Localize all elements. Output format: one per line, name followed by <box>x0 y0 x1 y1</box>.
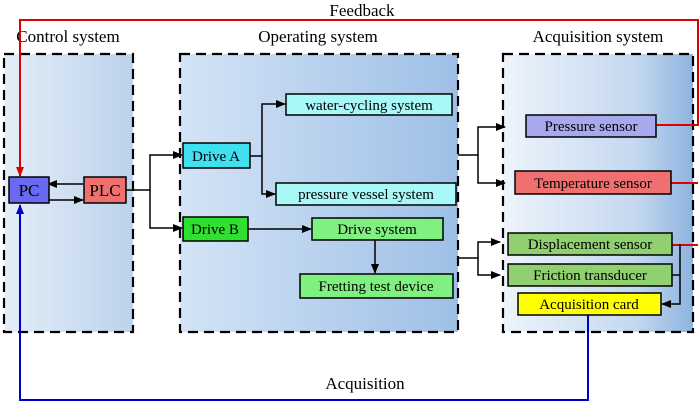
water-cycling-box <box>285 93 453 116</box>
pressure-sensor-label: Pressure sensor <box>545 119 638 135</box>
feedback-label: Feedback <box>329 1 395 20</box>
fretting-device-label: Fretting test device <box>319 279 434 295</box>
connector-to-temperature-sensor <box>477 155 506 187</box>
fretting-device-box <box>299 273 454 299</box>
temperature-sensor-box <box>514 170 672 195</box>
friction-transducer-label: Friction transducer <box>533 268 647 284</box>
acquisition-line <box>16 204 589 401</box>
water-cycling-label: water-cycling system <box>305 98 433 114</box>
pressure-vessel-box <box>275 182 457 206</box>
acquisition-card-label: Acquisition card <box>539 297 639 313</box>
pressure-sensor-box <box>525 114 657 138</box>
connector-drive-a-to-water <box>250 100 286 157</box>
plc-box <box>83 176 127 204</box>
pressure-vessel-label: pressure vessel system <box>298 187 434 203</box>
plc-label: PLC <box>89 181 120 200</box>
acquisition-card-box <box>517 292 662 316</box>
friction-transducer-box <box>507 263 673 287</box>
drive-system-label: Drive system <box>337 222 417 238</box>
feedback-line <box>16 19 699 177</box>
drive-system-box <box>311 217 444 241</box>
connector-sensors-to-card <box>661 244 681 308</box>
connector-drive-a-to-vessel <box>261 156 276 198</box>
connector-plc-to-drives <box>125 151 183 191</box>
pc-label: PC <box>19 181 40 200</box>
drive-a-box <box>182 142 251 169</box>
drive-b-label: Drive B <box>191 222 239 238</box>
connector-to-pressure-sensor <box>458 123 506 156</box>
acquisition-system-title: Acquisition system <box>533 27 664 46</box>
drive-b-box <box>182 216 249 242</box>
displacement-sensor-label: Displacement sensor <box>528 237 653 253</box>
connector-to-displacement-sensor <box>458 238 501 259</box>
control-system-title: Control system <box>16 27 119 46</box>
acquisition-label: Acquisition <box>325 374 405 393</box>
operating-system-title: Operating system <box>258 27 377 46</box>
drive-a-label: Drive A <box>192 149 240 165</box>
connector-to-friction-transducer <box>477 258 501 279</box>
temperature-sensor-label: Temperature sensor <box>534 176 652 192</box>
displacement-sensor-box <box>507 232 673 256</box>
connector-plc-to-drive-b <box>149 190 183 232</box>
pc-box <box>8 176 50 204</box>
